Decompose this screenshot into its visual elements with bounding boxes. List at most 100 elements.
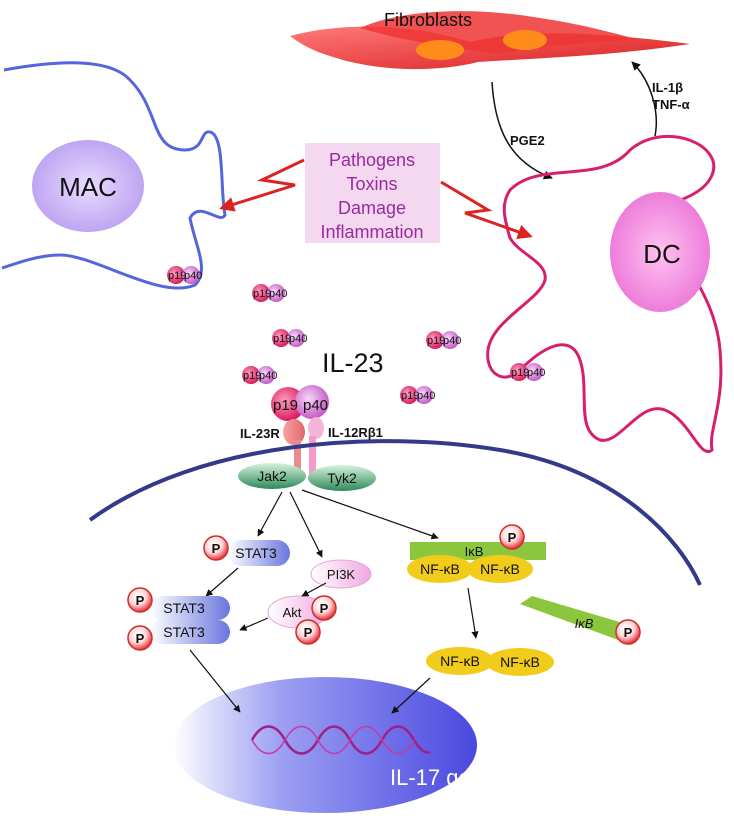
- trigger-box: [305, 143, 440, 243]
- phosphate-icon: [127, 625, 153, 651]
- nucleus: [173, 677, 477, 813]
- macrophage-group: MAC: [1, 61, 227, 290]
- phospho-group: P: [203, 535, 229, 561]
- dna-strand-2: [251, 725, 415, 755]
- nfkb-subunit-2: [467, 555, 533, 583]
- zigzag-arrow-to-dc: [440, 180, 533, 240]
- p40-subunit: [182, 266, 200, 284]
- p19-subunit: [400, 386, 418, 404]
- ikb-label: IκB: [465, 544, 484, 559]
- free-nfkb-1: [426, 647, 494, 675]
- dendritic-cell-group: DC: [486, 134, 723, 454]
- free-nfkb-2: [486, 648, 554, 676]
- phosphate-icon: [127, 587, 153, 613]
- receptor-p40-label: p40: [303, 397, 328, 414]
- p40-subunit: [415, 386, 433, 404]
- p19-label: p19: [401, 390, 419, 402]
- p40-label: p40: [443, 335, 461, 347]
- receptor-complex: p19 p40 IL-23R IL-12Rβ1: [240, 385, 383, 476]
- phosphate-label: P: [320, 601, 329, 616]
- pge2-label: PGE2: [510, 133, 545, 148]
- il12rb1-head: [308, 417, 324, 439]
- trigger-pathogens: Pathogens: [329, 150, 415, 170]
- il23-molecule: p19 p40: [242, 366, 277, 384]
- fibroblasts-label: Fibroblasts: [384, 10, 472, 30]
- fibroblasts-group: Fibroblasts: [290, 10, 690, 70]
- tnfa-label: TNF-α: [652, 97, 690, 112]
- tyk2-kinase: [308, 465, 376, 491]
- zigzag-arrow-to-mac: [219, 158, 305, 212]
- phosphate-icon: [499, 524, 525, 550]
- p40-subunit: [441, 331, 459, 349]
- arrow-jak-to-stat3: [257, 491, 283, 537]
- stat3-dimer-top: [150, 596, 230, 620]
- il23-molecule: p19 p40: [167, 266, 202, 284]
- p40-label: p40: [259, 370, 277, 382]
- dendritic-cell-nucleus: [610, 192, 710, 312]
- il23-molecule: p19 p40: [252, 284, 287, 302]
- nfkb-label-2: NF-κB: [480, 561, 520, 577]
- il17-gene-label: IL-17 gene: [390, 765, 495, 790]
- p19-subunit: [510, 363, 528, 381]
- free-nfkb-label-1: NF-κB: [440, 653, 480, 669]
- il23-molecules: p19 p40 p19 p40 p19 p40 p19 p40 p19 p40: [167, 266, 545, 404]
- p19-subunit: [167, 266, 185, 284]
- arrow-stat3-to-gene: [189, 649, 241, 713]
- p40-subunit: [267, 284, 285, 302]
- arrow-jak-to-nfkb: [301, 489, 439, 540]
- il23-label: IL-23: [322, 348, 384, 378]
- phosphate-label: P: [136, 631, 145, 646]
- p19-label: p19: [243, 370, 261, 382]
- macrophage-label: MAC: [59, 172, 117, 202]
- free-nfkb-label-2: NF-κB: [500, 654, 540, 670]
- p40-label: p40: [527, 367, 545, 379]
- phosphate-label: P: [508, 530, 517, 545]
- il23-molecule: p19 p40: [510, 363, 545, 381]
- trigger-inflammation: Inflammation: [320, 222, 423, 242]
- phosphate-label: P: [624, 625, 633, 640]
- dendritic-cell-membrane: [486, 134, 723, 454]
- phosphate-icon: [203, 535, 229, 561]
- phosphate-icon: [615, 619, 641, 645]
- phosphate-icon: [295, 619, 321, 645]
- trigger-damage: Damage: [338, 198, 406, 218]
- released-ikb-label: IκB: [575, 616, 594, 631]
- dendritic-cell-label: DC: [643, 239, 681, 269]
- il12rb1-stalk: [309, 436, 316, 476]
- receptor-p19-label: p19: [273, 397, 298, 414]
- fibroblast-nucleus-1: [416, 40, 464, 60]
- p40-subunit: [287, 329, 305, 347]
- stat3-dimer-bottom-label: STAT3: [163, 624, 205, 640]
- p40-label: p40: [289, 333, 307, 345]
- phosphate-label: P: [136, 593, 145, 608]
- stat3-dimer-top-label: STAT3: [163, 600, 205, 616]
- il23r-stalk: [294, 440, 301, 476]
- il1b-label: IL-1β: [652, 80, 683, 95]
- jak2-label: Jak2: [257, 468, 287, 484]
- p40-label: p40: [269, 288, 287, 300]
- phosphate-label: P: [212, 541, 221, 556]
- arrow-pi3k-to-akt: [301, 582, 327, 597]
- akt-label: Akt: [283, 605, 302, 620]
- stat3-label: STAT3: [235, 545, 277, 561]
- il23r-head: [283, 419, 305, 445]
- p40-subunit: [257, 366, 275, 384]
- il23r-label: IL-23R: [240, 426, 280, 441]
- il23-molecule: p19 p40: [272, 329, 307, 347]
- arrow-nfkb-release: [467, 587, 479, 639]
- arrow-jak-to-pi3k: [289, 491, 323, 558]
- p40-label: p40: [417, 390, 435, 402]
- p19-label: p19: [168, 270, 186, 282]
- stat3-dimer-bottom: [150, 620, 230, 644]
- phosphate-label: P: [304, 625, 313, 640]
- trigger-toxins: Toxins: [346, 174, 397, 194]
- pi3k-label: PI3K: [327, 567, 356, 582]
- p40-subunit: [525, 363, 543, 381]
- fibroblast-nucleus-2: [503, 30, 547, 50]
- nfkb-subunit-1: [407, 555, 473, 583]
- tyk2-label: Tyk2: [327, 470, 357, 486]
- il1b-tnfa-arrow: [631, 61, 658, 137]
- p19-subunit: [426, 331, 444, 349]
- p19-subunit: [252, 284, 270, 302]
- il23-molecule: p19 p40: [400, 386, 435, 404]
